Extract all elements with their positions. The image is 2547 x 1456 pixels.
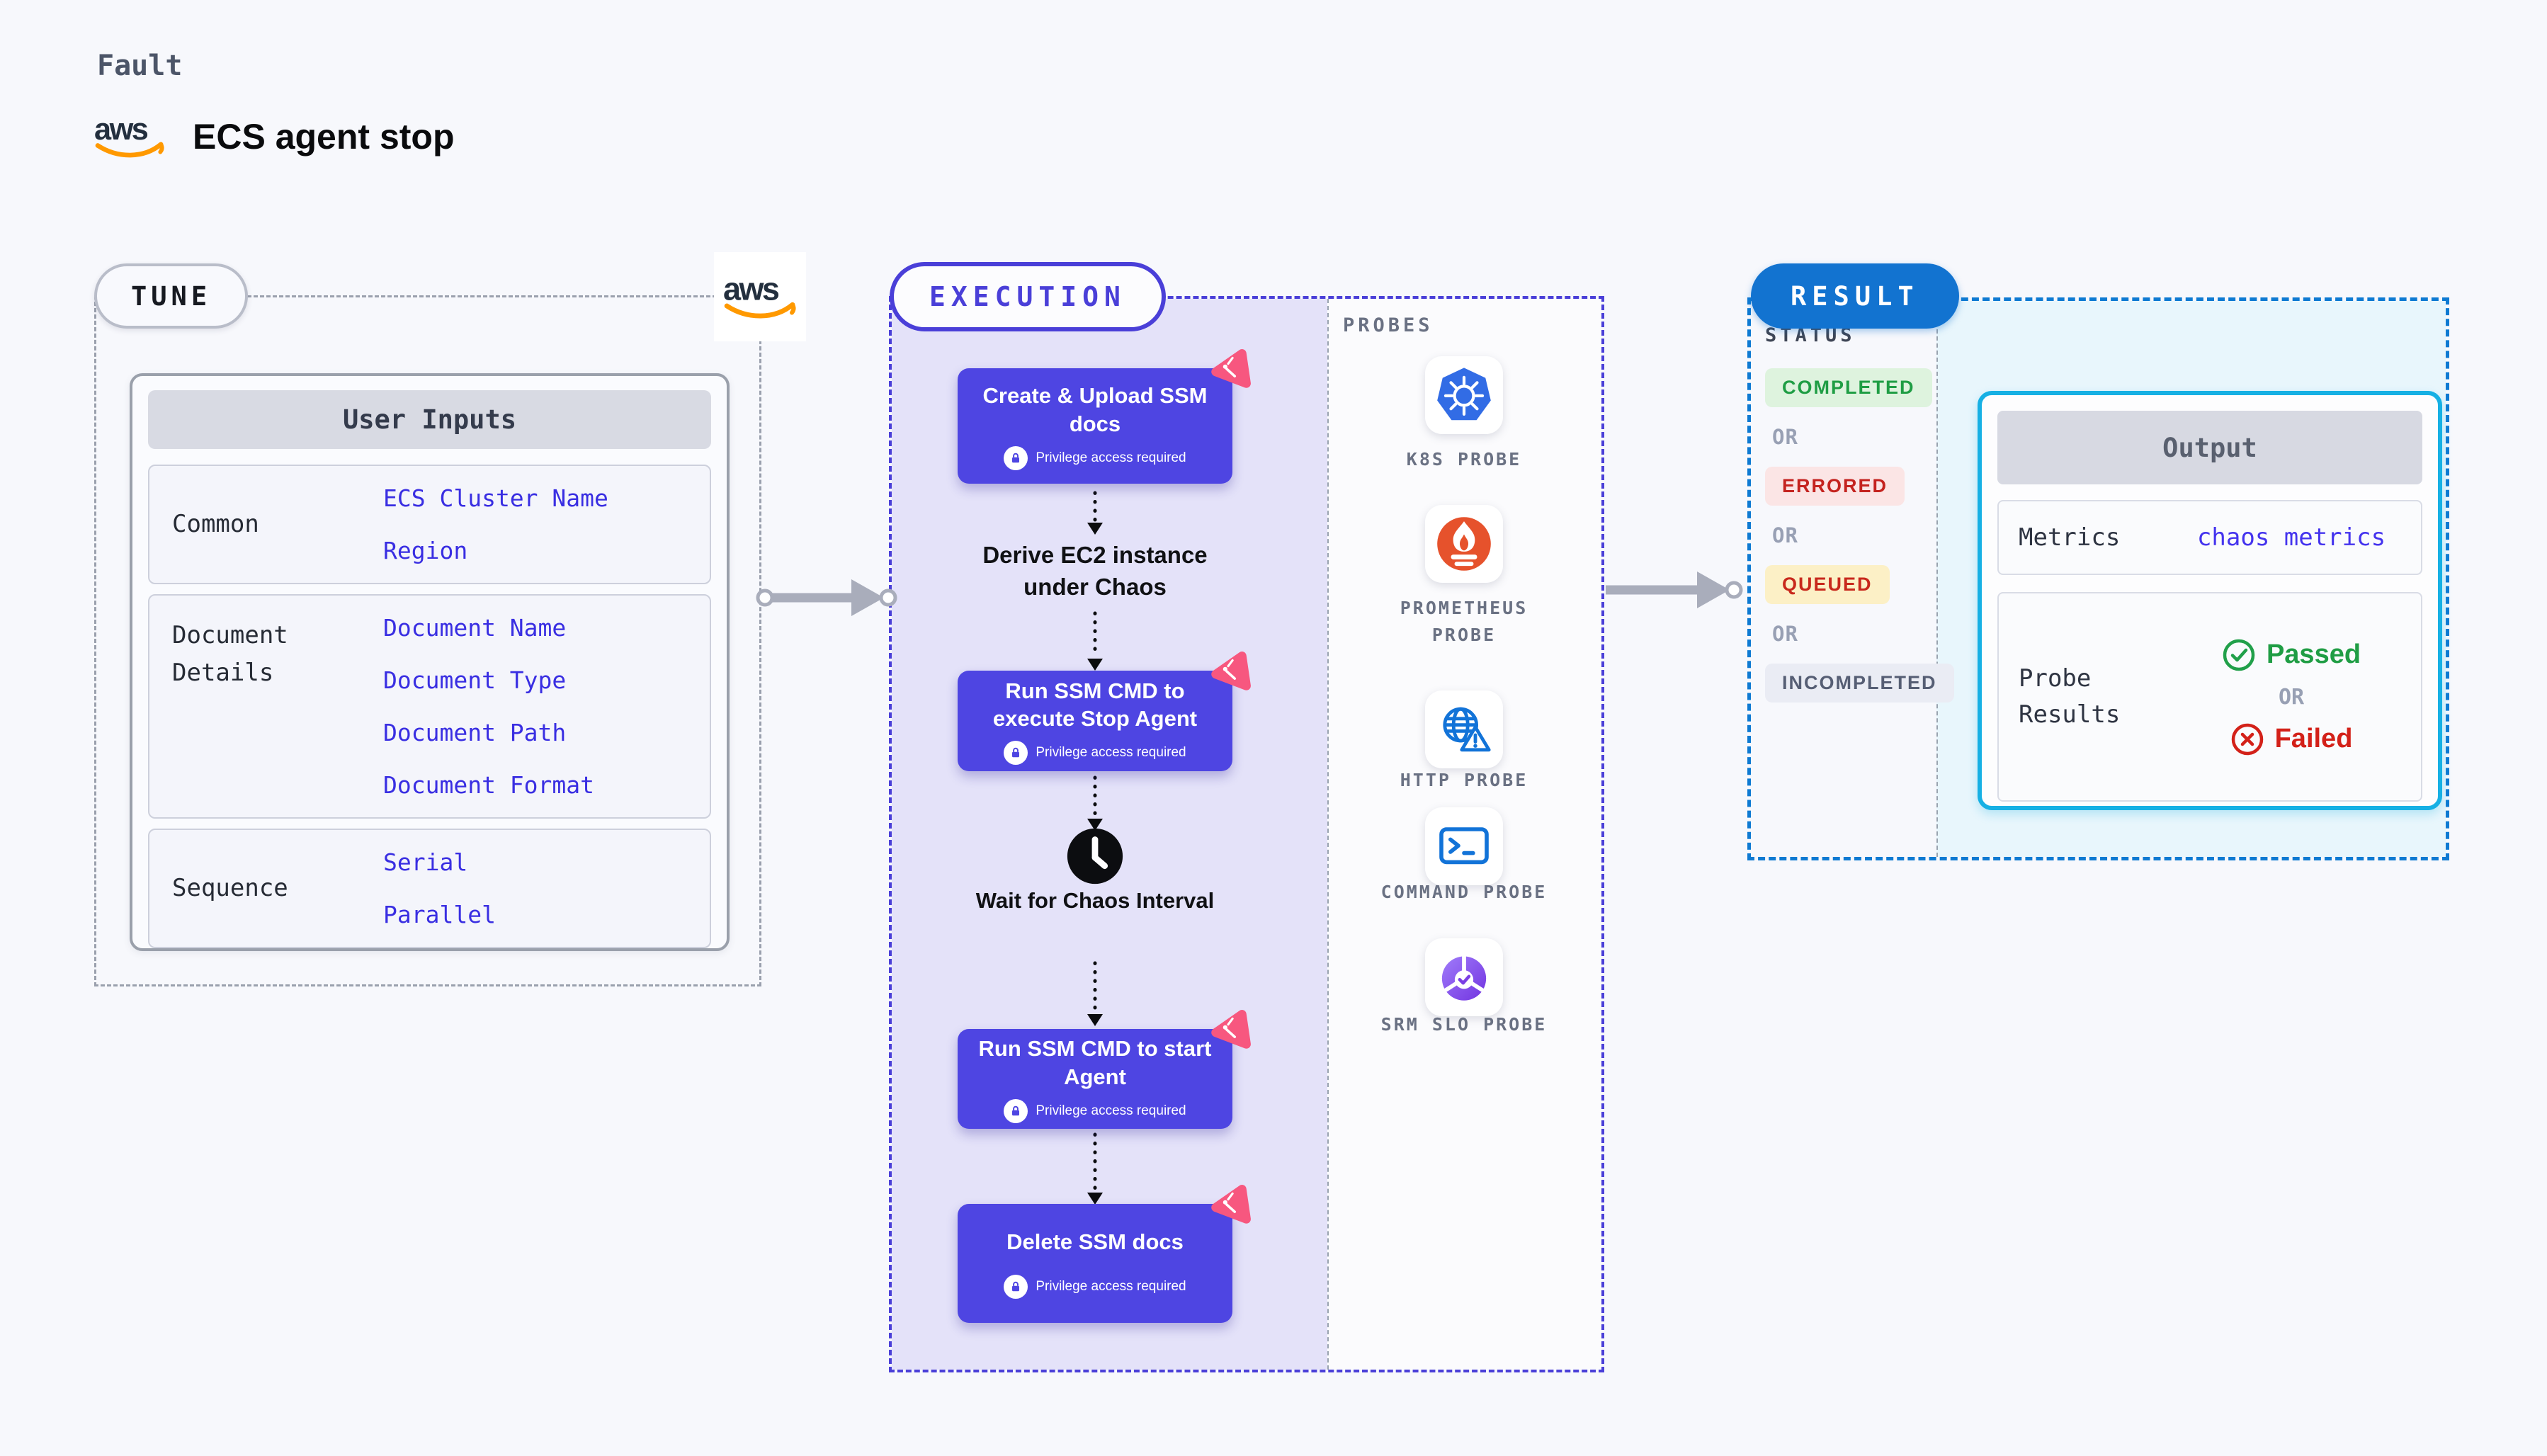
chaos-badge-icon: [1211, 1185, 1251, 1224]
svg-text:aws: aws: [94, 113, 148, 147]
terminal-icon: [1425, 807, 1503, 885]
probe-result-passed: Passed: [2222, 638, 2361, 672]
step-wait-for-chaos-interval: Wait for Chaos Interval: [975, 888, 1215, 913]
step-run-ssm-cmd-stop-agent: Run SSM CMD to execute Stop Agent Privil…: [958, 652, 1251, 771]
privilege-note: Privilege access required: [1004, 1098, 1186, 1123]
input-group-document-details: Document Details Document Name Document …: [148, 594, 711, 819]
tune-section: [94, 295, 761, 986]
metrics-value: chaos metrics: [2196, 523, 2386, 552]
x-circle-icon: [2231, 723, 2263, 755]
privilege-note-label: Privilege access required: [1036, 450, 1186, 465]
input-group-label: Sequence: [172, 874, 288, 903]
chaos-badge-icon: [1211, 349, 1251, 388]
step-delete-ssm-docs: Delete SSM docs Privilege access require…: [958, 1185, 1251, 1323]
user-inputs-card: User Inputs Common ECS Cluster Name Regi…: [130, 373, 730, 951]
probe-label: K8S PROBE: [1406, 449, 1522, 470]
input-group-common: Common ECS Cluster Name Region: [148, 465, 711, 584]
privilege-note: Privilege access required: [1004, 1274, 1186, 1299]
input-group-sequence: Sequence Serial Parallel: [148, 829, 711, 948]
execution-section-label: EXECUTION: [890, 262, 1166, 331]
step-run-ssm-cmd-start-agent: Run SSM CMD to start Agent Privilege acc…: [958, 1010, 1251, 1129]
input-group-label: Document Details: [172, 621, 288, 687]
aws-logo-icon: aws: [94, 113, 164, 158]
step-derive-ec2-instance: Derive EC2 instance under Chaos: [982, 542, 1208, 600]
or-label: OR: [1772, 425, 1798, 449]
clock-icon: [1067, 828, 1123, 885]
status-badge-completed: COMPLETED: [1765, 368, 1932, 407]
or-label: OR: [2278, 684, 2305, 710]
input-item: Document Type: [383, 666, 567, 694]
prometheus-icon: [1425, 505, 1503, 583]
status-badge-queued: QUEUED: [1765, 565, 1890, 604]
lock-icon: [1004, 741, 1028, 766]
status-badge-incompleted: INCOMPLETED: [1765, 664, 1954, 703]
probe-label: COMMAND PROBE: [1380, 882, 1548, 902]
probe-result-failed: Failed: [2230, 722, 2353, 756]
result-section-label: RESULT: [1751, 263, 1959, 329]
probe-results-row: Probe Results Passed OR Failed: [1997, 592, 2422, 802]
passed-label: Passed: [2266, 639, 2361, 669]
lock-icon: [1004, 1274, 1028, 1299]
step-label: Create & Upload SSM docs: [982, 383, 1208, 436]
input-item: ECS Cluster Name: [383, 484, 608, 512]
input-item: Serial: [383, 848, 468, 876]
http-globe-warning-icon: [1425, 690, 1503, 768]
lock-icon: [1004, 1098, 1028, 1123]
input-item: Document Path: [383, 719, 567, 746]
chaos-badge-icon: [1211, 652, 1251, 690]
output-card: Output Metrics chaos metrics Probe Resul…: [1978, 391, 2442, 810]
probe-label: PROMETHEUS PROBE: [1400, 598, 1528, 645]
svg-text:aws: aws: [723, 273, 779, 307]
probe-label: SRM SLO PROBE: [1380, 1014, 1548, 1035]
page-title: ECS agent stop: [193, 117, 455, 157]
probe-results-label: Probe Results: [2019, 664, 2121, 729]
step-label: Run SSM CMD to start Agent: [978, 1036, 1212, 1089]
probes-column-title: PROBES: [1343, 314, 1434, 336]
tune-section-label: TUNE: [94, 263, 249, 329]
privilege-note-label: Privilege access required: [1036, 1103, 1186, 1118]
step-create-upload-ssm-docs: Create & Upload SSM docs Privilege acces…: [958, 349, 1251, 484]
step-label: Run SSM CMD to execute Stop Agent: [992, 678, 1198, 731]
aws-logo-icon: aws: [723, 273, 796, 319]
slo-gauge-icon: [1425, 938, 1503, 1016]
metrics-label: Metrics: [2019, 523, 2121, 552]
input-item: Document Format: [383, 771, 595, 799]
user-inputs-title: User Inputs: [148, 390, 711, 449]
fault-kicker: Fault: [97, 50, 183, 82]
privilege-note-label: Privilege access required: [1036, 1278, 1186, 1294]
or-label: OR: [1772, 523, 1798, 547]
input-item: Region: [383, 537, 468, 564]
lock-icon: [1004, 445, 1028, 470]
input-item: Parallel: [383, 901, 496, 928]
privilege-note: Privilege access required: [1004, 445, 1186, 470]
or-label: OR: [1772, 622, 1798, 646]
output-title: Output: [1997, 411, 2422, 484]
status-column: STATUS COMPLETED OR ERRORED OR QUEUED OR…: [1765, 324, 1954, 703]
kubernetes-icon: [1425, 356, 1503, 434]
privilege-note: Privilege access required: [1004, 741, 1186, 766]
status-badge-errored: ERRORED: [1765, 467, 1905, 506]
metrics-row: Metrics chaos metrics: [1997, 500, 2422, 575]
privilege-note-label: Privilege access required: [1036, 745, 1186, 761]
step-label: Delete SSM docs: [1006, 1229, 1184, 1255]
aws-corner-logo: aws: [714, 252, 806, 341]
probe-label: HTTP PROBE: [1400, 770, 1528, 790]
input-group-label: Common: [172, 510, 259, 539]
check-circle-icon: [2223, 639, 2255, 671]
failed-label: Failed: [2274, 724, 2353, 753]
input-item: Document Name: [383, 614, 567, 642]
chaos-badge-icon: [1211, 1010, 1251, 1049]
